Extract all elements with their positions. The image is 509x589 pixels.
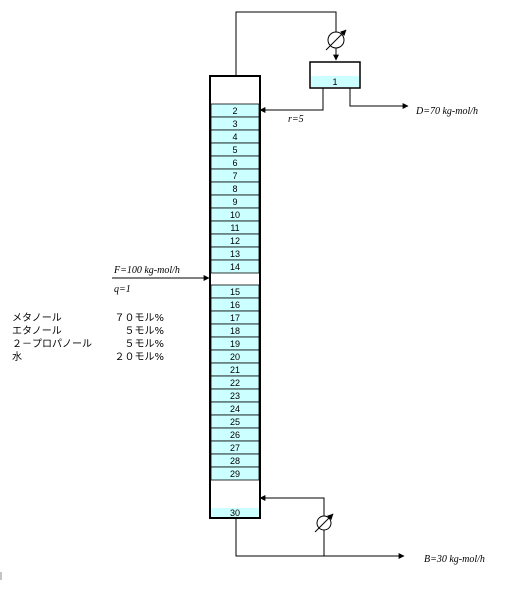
tray-label-6: 6	[232, 158, 237, 168]
tray-label-17: 17	[230, 313, 240, 323]
distillate-line	[349, 88, 409, 109]
component-value: ２０モル%	[114, 352, 164, 363]
tray-29	[210, 466, 260, 481]
component-value: ５モル%	[124, 326, 164, 337]
component-name: ２－プロパノール	[12, 339, 92, 350]
condenser-tray-label: 1	[332, 77, 337, 87]
tray-14	[210, 259, 260, 274]
tray-label-28: 28	[230, 456, 240, 466]
tray-label-11: 11	[230, 223, 239, 233]
tray-label-9: 9	[232, 197, 237, 207]
condenser-icon	[325, 29, 347, 51]
distillate-label: D=70 kg-mol/h	[415, 106, 478, 117]
bottoms-line	[235, 518, 405, 559]
tray-label-12: 12	[230, 236, 240, 246]
component-name: メタノール	[12, 313, 62, 324]
bottoms-label: B=30 kg-mol/h	[424, 554, 485, 565]
reboiler-icon	[314, 513, 334, 533]
feed-label: F=100 kg-mol/h	[113, 265, 180, 276]
bottom-tray-label: 30	[230, 508, 240, 518]
reflux-ratio-label: r=5	[288, 114, 304, 125]
component-value: ７０モル%	[114, 313, 164, 324]
tray-label-22: 22	[230, 378, 240, 388]
tray-label-13: 13	[230, 249, 240, 259]
feed-q-label: q=1	[114, 284, 131, 295]
tray-label-2: 2	[232, 106, 237, 116]
reflux-line	[259, 88, 324, 113]
tray-label-25: 25	[230, 417, 240, 427]
tray-label-14: 14	[230, 262, 240, 272]
tray-label-16: 16	[230, 300, 240, 310]
tray-label-24: 24	[230, 404, 240, 414]
tray-label-8: 8	[232, 184, 237, 194]
bottom-tray-30	[211, 508, 259, 517]
component-name: 水	[12, 352, 22, 363]
tray-label-26: 26	[230, 430, 240, 440]
tray-label-15: 15	[230, 287, 240, 297]
tray-label-4: 4	[232, 132, 237, 142]
tray-label-27: 27	[230, 443, 240, 453]
component-name: エタノール	[12, 326, 62, 337]
tray-label-7: 7	[232, 171, 237, 181]
reboiler-return-line	[259, 495, 325, 501]
tray-label-10: 10	[230, 210, 240, 220]
component-value: ５モル%	[124, 339, 164, 350]
tray-label-23: 23	[230, 391, 240, 401]
tray-label-21: 21	[230, 365, 240, 375]
tray-label-29: 29	[230, 469, 240, 479]
tray-label-5: 5	[232, 145, 237, 155]
reflux-drum: 1	[309, 61, 361, 89]
tray-label-3: 3	[232, 119, 237, 129]
tray-label-18: 18	[230, 326, 240, 336]
column-trays: 2345678910111213141516171819202122232425…	[210, 103, 260, 481]
tray-label-20: 20	[230, 352, 240, 362]
tray-label-19: 19	[230, 339, 240, 349]
